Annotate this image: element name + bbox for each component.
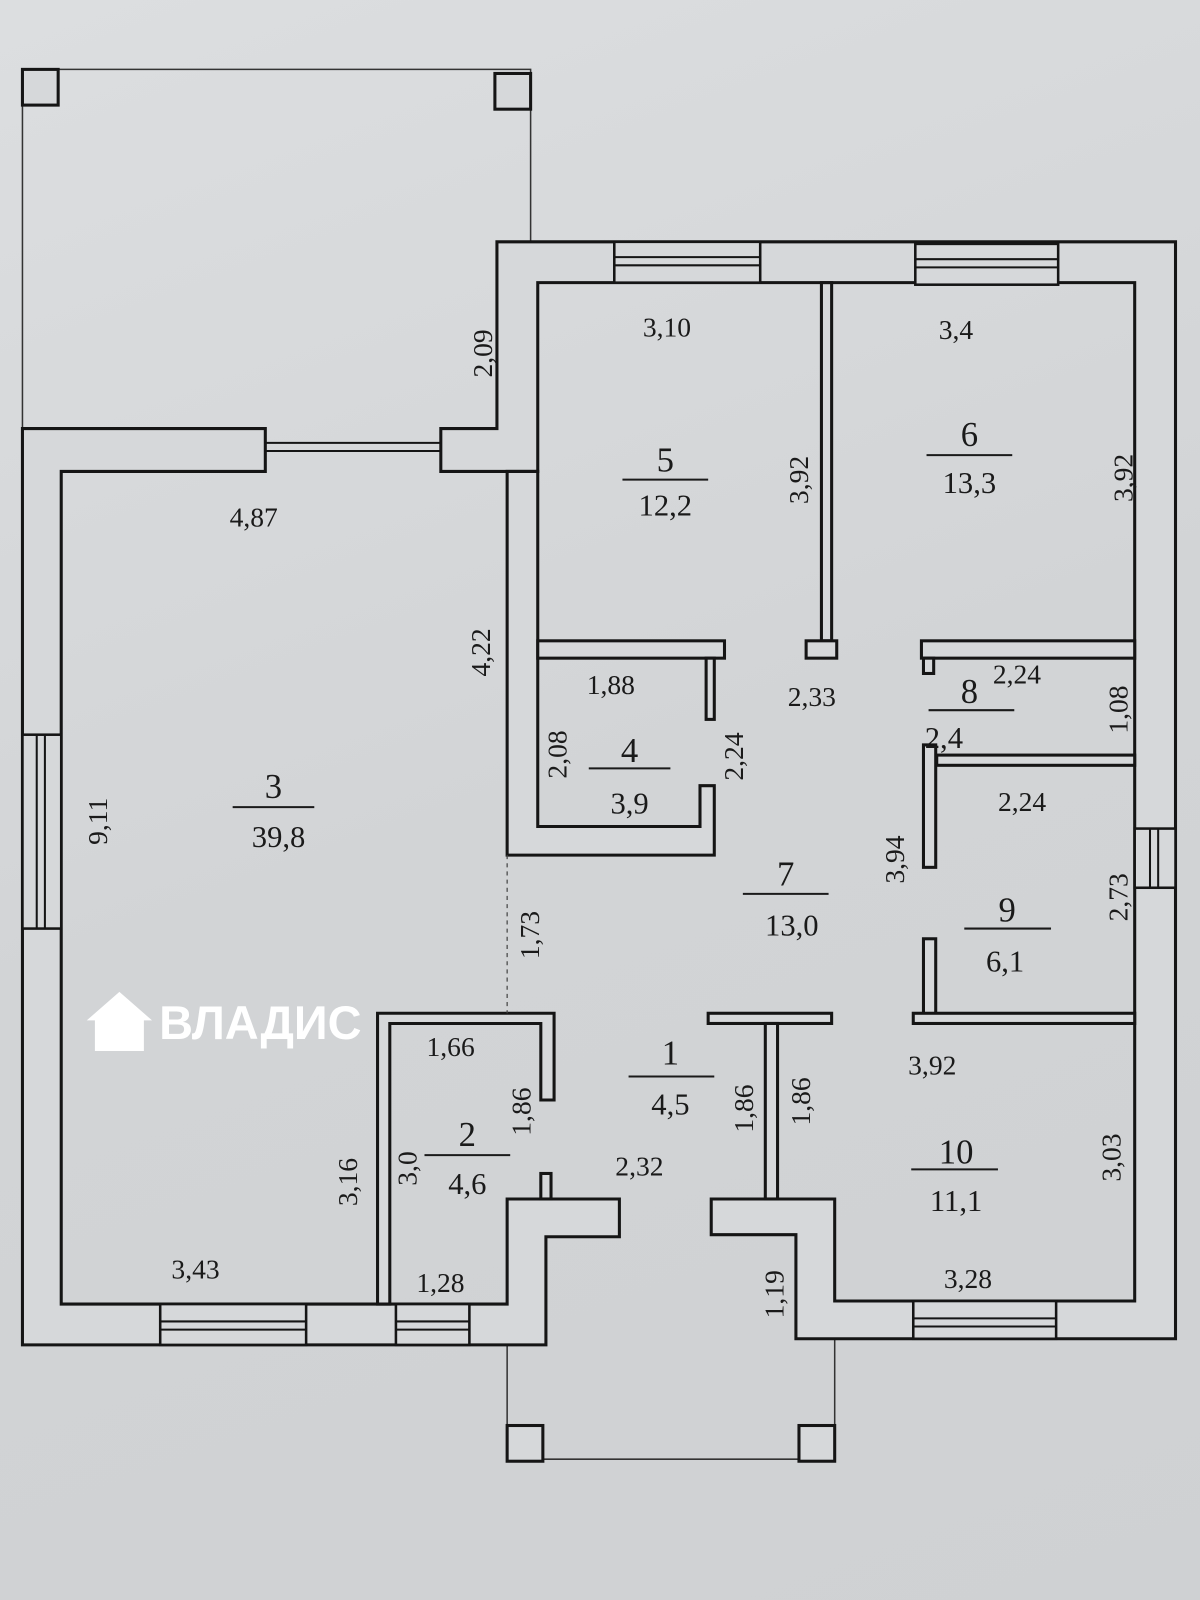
dimension-label: 4,87 [230, 502, 278, 533]
room-number: 4 [621, 731, 638, 770]
dimension-label: 1,86 [506, 1087, 537, 1135]
terrace-post [20, 67, 60, 107]
dimension-label: 1,28 [416, 1267, 464, 1298]
dimension-label: 2,24 [993, 659, 1041, 690]
room-number: 1 [662, 1033, 679, 1072]
room-8: 82,4 [925, 672, 1015, 755]
room-10: 10 11,1 [911, 1132, 998, 1218]
dimension-label: 1,19 [759, 1270, 790, 1318]
dimension-label: 9,11 [82, 798, 113, 845]
window [21, 733, 63, 930]
dimension-label: 3,28 [944, 1263, 992, 1294]
window [394, 1302, 471, 1347]
room-number: 6 [961, 415, 978, 454]
terrace-outline [20, 67, 533, 429]
room-area: 3,9 [610, 786, 648, 820]
dimension-label: 1,08 [1103, 685, 1134, 733]
window [158, 1302, 308, 1347]
dimension-label: 2,24 [718, 732, 749, 780]
dimension-label: 2,32 [615, 1151, 663, 1182]
room-1: 14,5 [628, 1033, 715, 1121]
dimension-label: 1,88 [587, 669, 635, 700]
window [613, 240, 762, 284]
room-area: 11,1 [930, 1184, 982, 1218]
room-area: 39,8 [252, 820, 306, 854]
dimension-label: 1,86 [785, 1077, 816, 1125]
room-area: 13,0 [765, 909, 819, 943]
dimension-label: 3,0 [391, 1151, 422, 1185]
room-2: 24,6 [424, 1115, 511, 1201]
room-number: 2 [459, 1115, 476, 1154]
dimension-label: 1,66 [427, 1031, 475, 1062]
terrace-door [265, 441, 441, 453]
dimension-label: 2,08 [541, 730, 572, 778]
dimension-label: 3,94 [879, 835, 910, 883]
dimension-label: 1,73 [514, 911, 545, 959]
terrace-post [493, 71, 533, 111]
porch-post [797, 1423, 837, 1463]
dimension-label: 3,92 [1108, 454, 1139, 502]
dimension-label: 3,16 [332, 1158, 363, 1206]
room-6: 613,3 [926, 415, 1013, 500]
room-5: 512,2 [622, 440, 709, 522]
room-number: 8 [961, 672, 978, 711]
window [911, 1299, 1058, 1341]
porch-post [505, 1423, 545, 1463]
interior-walls [376, 281, 1137, 1306]
room-area: 4,6 [448, 1167, 486, 1201]
dimension-label: 3,4 [939, 314, 974, 345]
dimension-label: 2,09 [467, 329, 498, 377]
room-area: 13,3 [943, 466, 997, 500]
room-number: 5 [657, 440, 674, 479]
exterior-wall-left [20, 427, 621, 1347]
room-area: 6,1 [986, 944, 1024, 978]
room-7: 713,0 [742, 855, 829, 943]
window [1133, 827, 1177, 890]
room-area: 12,2 [639, 488, 693, 522]
dimension-label: 2,33 [788, 681, 836, 712]
dimensions: 3,10 3,4 4,87 1,88 2,33 2,24 2,24 1,66 3… [82, 312, 1139, 1319]
room-4: 43,9 [588, 731, 671, 820]
room-number: 7 [777, 855, 794, 894]
watermark-text: ВЛАДИС [159, 997, 361, 1049]
exterior-wall-right [439, 240, 1178, 1341]
porch-outline [505, 1338, 837, 1463]
watermark: ВЛАДИС [86, 991, 361, 1052]
room-number: 9 [998, 890, 1015, 929]
dimension-label: 3,92 [908, 1049, 956, 1080]
room-3: 339,8 [232, 767, 315, 854]
window [914, 242, 1060, 286]
dimension-label: 4,22 [465, 628, 496, 676]
dimension-label: 3,03 [1095, 1133, 1126, 1181]
room-number: 10 [939, 1132, 974, 1171]
dimension-label: 3,10 [643, 312, 691, 343]
dimension-label: 2,73 [1103, 873, 1134, 921]
room-number: 3 [265, 767, 282, 806]
dimension-label: 3,43 [171, 1254, 219, 1285]
room-9: 96,1 [964, 890, 1052, 978]
dimension-label: 2,24 [998, 786, 1046, 817]
room-area: 4,5 [651, 1087, 689, 1121]
dimension-label: 3,92 [783, 456, 814, 504]
room-area: 2,4 [925, 721, 963, 755]
house-key-icon [86, 991, 153, 1052]
dimension-label: 1,86 [728, 1084, 759, 1132]
